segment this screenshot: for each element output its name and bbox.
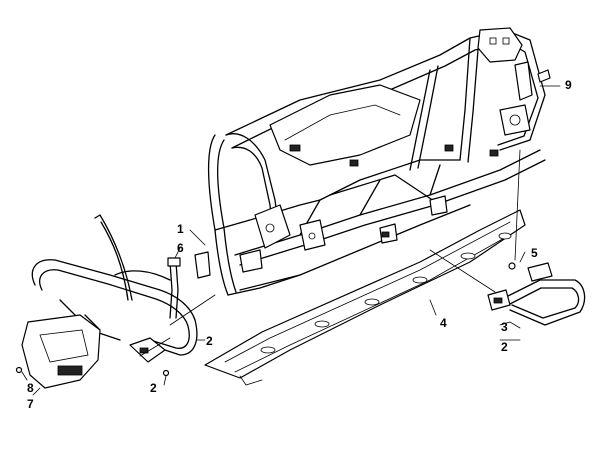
callout-4: 4 — [440, 316, 447, 330]
leader-lines — [21, 85, 561, 396]
callout-3: 3 — [501, 320, 508, 334]
callout-5: 5 — [531, 246, 538, 260]
callouts: 1 2 2 2 3 4 5 6 7 8 9 — [27, 78, 572, 411]
callout-1: 1 — [177, 222, 184, 236]
callout-6: 6 — [177, 241, 184, 255]
front-bumper — [21, 214, 211, 389]
callout-2: 2 — [206, 334, 213, 348]
decal-icon — [537, 69, 551, 83]
bolt-icon — [508, 262, 516, 270]
bolt-icon — [15, 366, 23, 374]
callout-7: 7 — [27, 397, 34, 411]
callout-2: 2 — [150, 381, 157, 395]
hitch-bar — [487, 262, 586, 326]
bolt-icon — [162, 369, 170, 377]
callout-9: 9 — [565, 78, 572, 92]
skid-plate — [204, 209, 526, 386]
callout-2: 2 — [501, 340, 508, 354]
main-frame — [207, 27, 546, 296]
callout-8: 8 — [27, 381, 34, 395]
hardware — [15, 69, 551, 377]
